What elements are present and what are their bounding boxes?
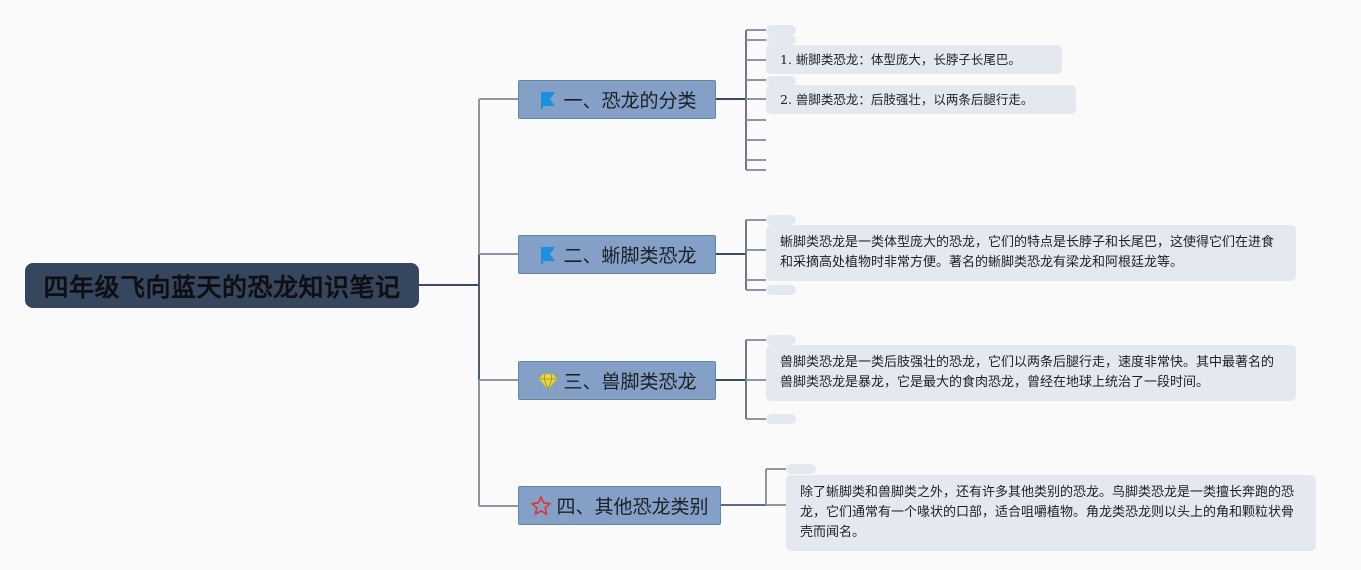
empty-subtopic-placeholder[interactable] bbox=[766, 285, 796, 295]
topic-node-other-dinosaurs[interactable]: 四、其他恐龙类别 bbox=[518, 486, 721, 525]
flag-icon bbox=[537, 244, 559, 266]
note-text: 蜥脚类恐龙是一类体型庞大的恐龙，它们的特点是长脖子和长尾巴，这使得它们在进食和采… bbox=[780, 235, 1275, 270]
empty-subtopic-placeholder[interactable] bbox=[766, 215, 796, 225]
root-title: 四年级飞向蓝天的恐龙知识笔记 bbox=[43, 272, 401, 302]
note-text: 2. 兽脚类恐龙：后肢强壮，以两条后腿行走。 bbox=[780, 92, 1034, 107]
empty-subtopic-placeholder[interactable] bbox=[766, 414, 796, 424]
note-text: 兽脚类恐龙是一类后肢强壮的恐龙，它们以两条后腿行走，速度非常快。其中最著名的兽脚… bbox=[780, 355, 1275, 390]
empty-subtopic-placeholder[interactable] bbox=[766, 25, 796, 35]
topic-label: 二、蜥脚类恐龙 bbox=[563, 245, 697, 267]
star-icon bbox=[530, 495, 552, 517]
topic-node-sauropods[interactable]: 二、蜥脚类恐龙 bbox=[518, 235, 716, 274]
subtopic-note[interactable]: 除了蜥脚类和兽脚类之外，还有许多其他类别的恐龙。鸟脚类恐龙是一类擅长奔跑的恐龙，… bbox=[786, 475, 1316, 551]
topic-1-ticks bbox=[746, 29, 766, 171]
subtopic-note[interactable]: 1. 蜥脚类恐龙：体型庞大，长脖子长尾巴。 bbox=[766, 45, 1062, 74]
topic-2-ticks bbox=[746, 219, 766, 291]
empty-subtopic-placeholder[interactable] bbox=[766, 335, 796, 345]
root-node[interactable]: 四年级飞向蓝天的恐龙知识笔记 bbox=[25, 263, 419, 308]
topic-node-classification[interactable]: 一、恐龙的分类 bbox=[518, 80, 716, 119]
topic-label: 三、兽脚类恐龙 bbox=[563, 371, 697, 393]
subtopic-note[interactable]: 兽脚类恐龙是一类后肢强壮的恐龙，它们以两条后腿行走，速度非常快。其中最著名的兽脚… bbox=[766, 345, 1296, 401]
empty-subtopic-placeholder[interactable] bbox=[766, 76, 796, 86]
empty-subtopic-placeholder[interactable] bbox=[766, 35, 796, 45]
topic-label: 一、恐龙的分类 bbox=[563, 90, 697, 112]
topic-3-ticks bbox=[746, 339, 766, 420]
note-text: 除了蜥脚类和兽脚类之外，还有许多其他类别的恐龙。鸟脚类恐龙是一类擅长奔跑的恐龙，… bbox=[800, 485, 1295, 540]
note-text: 1. 蜥脚类恐龙：体型庞大，长脖子长尾巴。 bbox=[780, 52, 1021, 67]
subtopic-note[interactable]: 蜥脚类恐龙是一类体型庞大的恐龙，它们的特点是长脖子和长尾巴，这使得它们在进食和采… bbox=[766, 225, 1296, 281]
empty-subtopic-placeholder[interactable] bbox=[786, 464, 816, 474]
flag-icon bbox=[537, 89, 559, 111]
diamond-icon bbox=[537, 370, 559, 392]
topic-4-ticks bbox=[766, 468, 786, 506]
topic-node-theropods[interactable]: 三、兽脚类恐龙 bbox=[518, 361, 716, 400]
topic-label: 四、其他恐龙类别 bbox=[556, 496, 709, 518]
subtopic-note[interactable]: 2. 兽脚类恐龙：后肢强壮，以两条后腿行走。 bbox=[766, 85, 1076, 114]
